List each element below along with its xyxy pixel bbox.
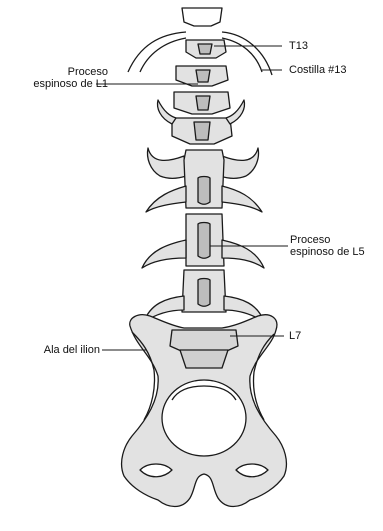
l4-transverse-left [148, 148, 187, 178]
l4-wing-left [146, 186, 186, 212]
label-l7: L7 [289, 330, 301, 342]
l6-spinous [198, 279, 210, 307]
l5-wing-left [142, 240, 186, 268]
label-proceso-l1-line2: espinoso de L1 [8, 78, 108, 90]
l5-wing-right [222, 240, 264, 268]
label-proceso-l5-line2: espinoso de L5 [290, 246, 365, 258]
l3-transverse-left [158, 100, 176, 124]
label-t13: T13 [289, 40, 308, 52]
label-proceso-l1-line1: Proceso [28, 66, 108, 78]
rib-13-right-inner [222, 38, 262, 72]
rib-13-right-outer [222, 32, 272, 75]
l4-transverse-right [220, 148, 259, 178]
label-ala-del-ilion: Ala del ilion [10, 344, 100, 356]
l5-spinous [198, 223, 210, 259]
label-costilla-13: Costilla #13 [289, 64, 346, 76]
l2-spinous [196, 96, 210, 110]
t13-spinous [198, 44, 212, 54]
sacrum [180, 350, 228, 368]
l3-spinous [194, 122, 210, 140]
t13-top-process [182, 8, 222, 26]
label-proceso-l5-line1: Proceso [290, 234, 330, 246]
l1-spinous [196, 70, 210, 82]
obturator-foramen [162, 380, 246, 456]
l4-wing-right [222, 186, 262, 212]
l4-spinous [198, 177, 210, 205]
